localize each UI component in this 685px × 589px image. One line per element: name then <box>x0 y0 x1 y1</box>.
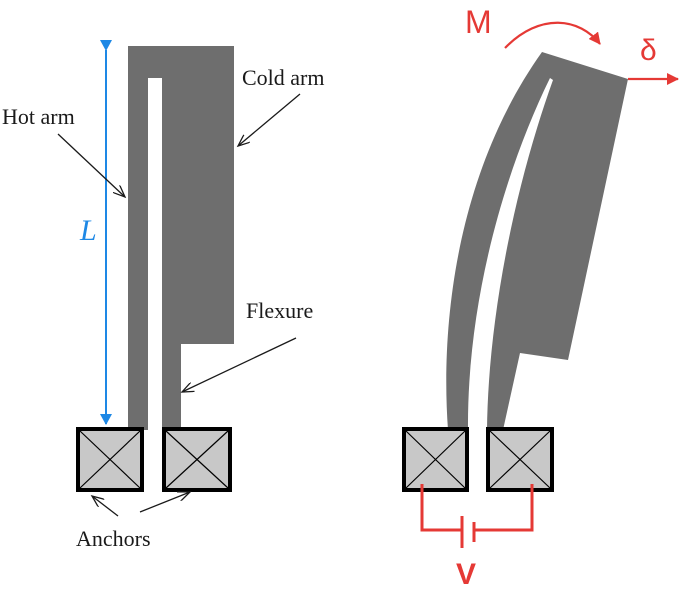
anchor-left-2 <box>162 427 232 492</box>
anchors-label: Anchors <box>76 526 151 551</box>
flexure-label: Flexure <box>246 298 313 323</box>
cold-arm-pointer <box>238 93 301 146</box>
anchor-right-1 <box>402 427 469 492</box>
moment-label: M <box>465 4 492 40</box>
anchor-left-1 <box>76 427 144 492</box>
anchors-pointer-left <box>92 496 119 517</box>
flexure-pointer <box>182 337 297 392</box>
deflection-label: δ <box>640 34 657 67</box>
actuator-body <box>128 46 234 430</box>
hot-arm-pointer <box>57 133 125 197</box>
cold-arm-label: Cold arm <box>242 65 325 90</box>
voltage-label: V <box>456 558 476 589</box>
moment-arrow <box>504 21 601 49</box>
undeflected-actuator <box>128 46 234 430</box>
deflected-body <box>446 52 628 430</box>
voltage-circuit <box>420 484 534 548</box>
anchor-right-2 <box>486 427 554 492</box>
deflected-actuator <box>446 52 628 430</box>
length-label: L <box>79 214 97 247</box>
anchors-pointer-right <box>139 492 190 513</box>
hot-arm-label: Hot arm <box>2 104 75 129</box>
